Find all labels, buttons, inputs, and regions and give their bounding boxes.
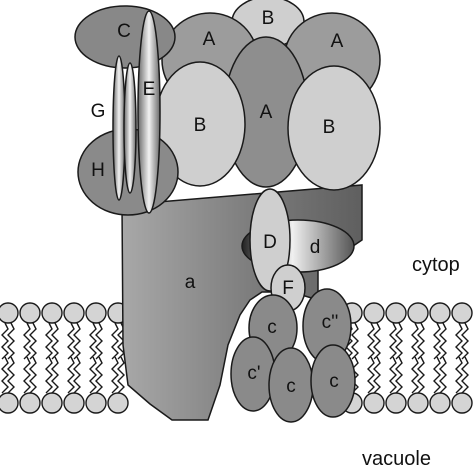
label-c-ring-top: c xyxy=(267,317,277,338)
lipid-tail xyxy=(439,356,447,394)
lipid-tail xyxy=(417,356,425,394)
lipid-head xyxy=(429,392,451,414)
lipid-tail xyxy=(1,322,9,360)
lipid-tail xyxy=(29,356,37,394)
label-a-center: A xyxy=(260,102,273,123)
label-b-right: B xyxy=(323,117,336,138)
label-a-right: A xyxy=(331,31,344,52)
region-label-vacuole: vacuole xyxy=(362,448,431,470)
lipid-head xyxy=(107,392,129,414)
lipid-tail xyxy=(389,322,397,360)
lipid-tail xyxy=(351,322,359,360)
subunit-e-stalk xyxy=(137,10,161,214)
lipid-tail xyxy=(433,322,441,360)
lipid-tail xyxy=(411,322,419,360)
label-c-bottom-right: c xyxy=(329,371,339,392)
lipid-tail xyxy=(461,356,469,394)
lipid-head xyxy=(63,302,85,324)
lipid-tail xyxy=(417,322,425,360)
label-g: G xyxy=(91,101,106,122)
label-e: E xyxy=(143,79,156,100)
lipid-head xyxy=(363,392,385,414)
lipid-tail xyxy=(395,356,403,394)
lipid-tail xyxy=(51,322,59,360)
label-f: F xyxy=(282,278,294,299)
lipid-tail xyxy=(111,322,119,360)
lipid-tail xyxy=(117,356,125,394)
lipid-head xyxy=(19,302,41,324)
lipid-head xyxy=(41,302,63,324)
lipid-tail xyxy=(7,356,15,394)
lipid-head xyxy=(429,302,451,324)
label-d-lower: d xyxy=(310,237,321,258)
label-b-left: B xyxy=(194,115,207,136)
lipid-tail xyxy=(23,356,31,394)
lipid-bilayer xyxy=(0,302,473,414)
lipid-tail xyxy=(95,356,103,394)
lipid-tail xyxy=(89,322,97,360)
label-d-upper: D xyxy=(263,232,277,253)
label-c-large: C xyxy=(117,21,131,42)
lipid-tail xyxy=(89,356,97,394)
lipid-head xyxy=(0,302,19,324)
lipid-tail xyxy=(345,322,353,360)
label-a-left: A xyxy=(203,29,216,50)
lipid-head xyxy=(385,392,407,414)
lipid-head xyxy=(451,302,473,324)
lipid-tail xyxy=(373,322,381,360)
lipid-tail xyxy=(67,322,75,360)
label-c-double-prime: c'' xyxy=(322,312,339,333)
label-c-bottom-mid: c xyxy=(286,376,296,397)
lipid-head xyxy=(41,392,63,414)
lipid-tail xyxy=(23,322,31,360)
label-c-prime: c' xyxy=(247,363,260,384)
label-b-top: B xyxy=(262,8,275,29)
lipid-head xyxy=(0,392,19,414)
label-h: H xyxy=(91,160,105,181)
lipid-tail xyxy=(95,322,103,360)
subunit-c-bottom-right xyxy=(310,344,356,418)
lipid-tail xyxy=(45,356,53,394)
lipid-tail xyxy=(461,322,469,360)
lipid-head xyxy=(407,302,429,324)
lipid-tail xyxy=(389,356,397,394)
lipid-tail xyxy=(367,322,375,360)
subunit-d-upper xyxy=(249,188,291,292)
lipid-tail xyxy=(411,356,419,394)
lipid-tail xyxy=(73,322,81,360)
label-subunit-a: a xyxy=(185,272,196,293)
lipid-tail xyxy=(7,322,15,360)
subunit-g-strand-1 xyxy=(112,55,126,201)
region-label-cytoplasm: cytop xyxy=(412,254,460,276)
lipid-tail xyxy=(1,356,9,394)
lipid-tail xyxy=(433,356,441,394)
lipid-tail xyxy=(45,322,53,360)
lipid-head xyxy=(363,302,385,324)
lipid-tail xyxy=(67,356,75,394)
lipid-tail xyxy=(367,356,375,394)
lipid-tail xyxy=(111,356,119,394)
lipid-head xyxy=(19,392,41,414)
lipid-head xyxy=(63,392,85,414)
lipid-head xyxy=(407,392,429,414)
lipid-tail xyxy=(395,322,403,360)
lipid-tail xyxy=(351,356,359,394)
lipid-tail xyxy=(455,322,463,360)
lipid-tail xyxy=(439,322,447,360)
lipid-head xyxy=(385,302,407,324)
lipid-tail xyxy=(51,356,59,394)
lipid-head xyxy=(85,392,107,414)
lipid-tail xyxy=(29,322,37,360)
lipid-tail xyxy=(373,356,381,394)
subunit-b-right xyxy=(287,65,381,191)
lipid-tail xyxy=(455,356,463,394)
subunit-g-strand-2 xyxy=(123,62,137,194)
lipid-head xyxy=(85,302,107,324)
lipid-tail xyxy=(73,356,81,394)
lipid-head xyxy=(451,392,473,414)
